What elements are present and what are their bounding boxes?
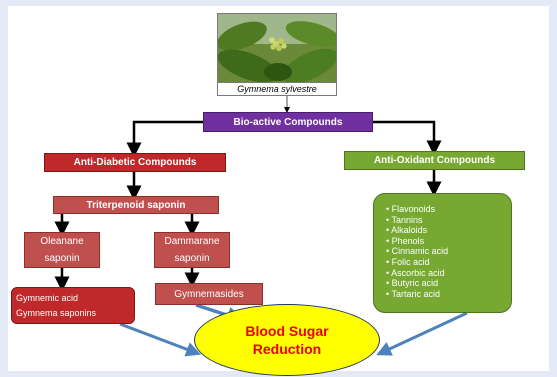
antioxidant-item: • Butyric acid (386, 278, 439, 289)
bioactive-compounds-box: Bio-active Compounds (203, 112, 373, 132)
blue-arrow-left (119, 322, 202, 357)
result-line-2: Reduction (252, 341, 322, 357)
branch-left (126, 120, 203, 158)
antioxidant-list-box: • Flavonoids • Tannins • Alkaloids • Phe… (373, 193, 512, 313)
blue-arrow-right (376, 311, 468, 356)
plant-photo (217, 13, 337, 84)
dammarane-line-1: Dammarane (164, 236, 220, 247)
result-line-1: Blood Sugar (245, 323, 329, 339)
antioxidant-item: • Tartaric acid (386, 288, 441, 299)
plant-caption: Gymnema sylvestre (217, 82, 337, 96)
antioxidant-item: • Phenols (386, 235, 425, 246)
oleanane-line-1: Oleanane (40, 236, 84, 247)
branch-right (373, 120, 442, 156)
antioxidant-item: • Folic acid (386, 256, 430, 267)
blood-sugar-reduction-oval: Blood Sugar Reduction (194, 304, 380, 376)
antioxidant-item: • Tannins (386, 214, 423, 225)
antioxidant-item: • Ascorbic acid (386, 267, 445, 278)
antioxidant-item: • Alkaloids (386, 225, 428, 236)
anti-oxidant-box: Anti-Oxidant Compounds (344, 151, 525, 170)
gymnemic-acid-box: Gymnemic acid Gymnema saponins (11, 287, 135, 324)
dammarane-line-2: saponin (174, 253, 210, 264)
gymnemic-line-2: Gymnema saponins (16, 307, 97, 318)
antioxidant-item: • Flavonoids (386, 204, 436, 214)
oleanane-line-2: saponin (44, 253, 80, 264)
oleanane-saponin-box: Oleanane saponin (24, 232, 100, 268)
gymnemic-line-1: Gymnemic acid (16, 292, 79, 303)
anti-diabetic-box: Anti-Diabetic Compounds (44, 153, 226, 172)
antioxidant-item: • Cinnamic acid (386, 246, 449, 257)
dammarane-saponin-box: Dammarane saponin (154, 232, 230, 268)
gymnemasides-box: Gymnemasides (155, 283, 263, 305)
triterpenoid-saponin-box: Triterpenoid saponin (53, 196, 219, 214)
